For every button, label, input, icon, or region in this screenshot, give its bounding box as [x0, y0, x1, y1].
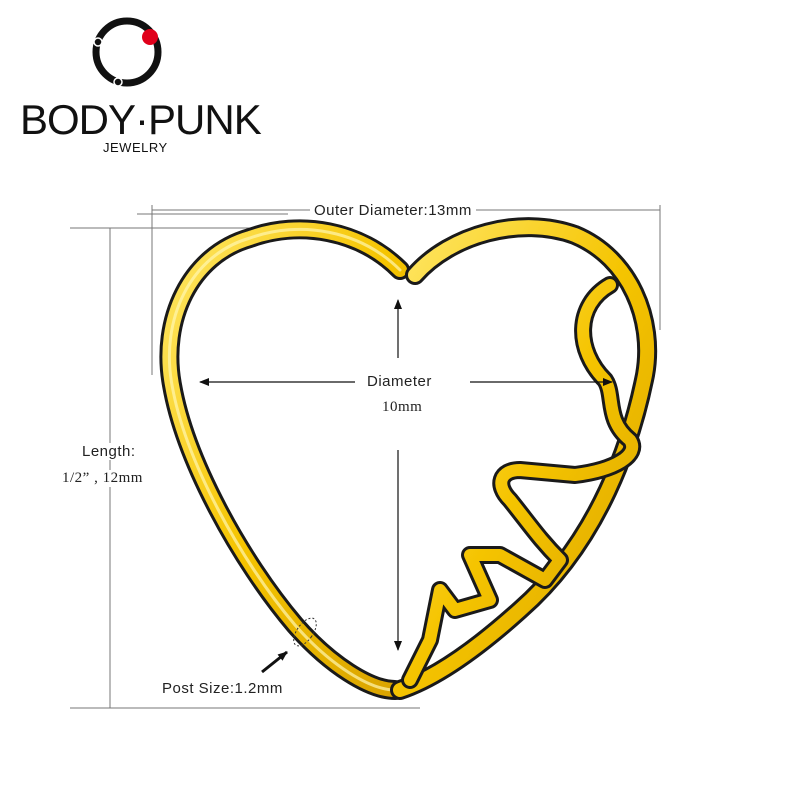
- dimension-guides: [70, 205, 661, 709]
- post-size-label: Post Size:1.2mm: [162, 680, 283, 697]
- brand-logo-icon: [92, 17, 162, 87]
- diameter-label: Diameter: [367, 373, 432, 390]
- heart-ring: [159, 217, 658, 700]
- diameter-value: 10mm: [382, 399, 423, 415]
- brand-subtitle: JEWELRY: [103, 140, 168, 155]
- post-size-marker: [261, 617, 317, 674]
- length-label: Length:: [78, 443, 140, 460]
- diameter-arrows: [199, 299, 613, 651]
- brand-name: BODY·PUNK: [20, 96, 262, 143]
- outer-diameter-label: Outer Diameter:13mm: [310, 202, 476, 219]
- length-value: 1/2” , 12mm: [58, 470, 147, 487]
